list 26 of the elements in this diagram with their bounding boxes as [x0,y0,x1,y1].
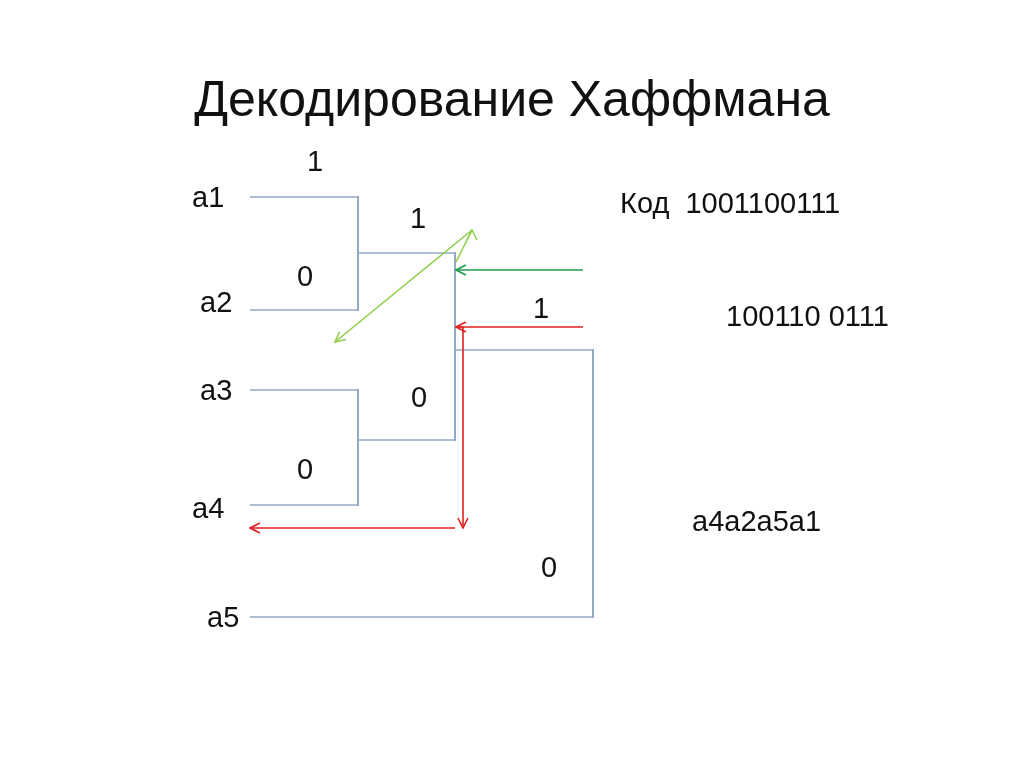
node-label: a3 [188,370,250,410]
node-label: a2 [188,282,250,322]
note-text: 100110 0111 [726,300,889,333]
connector-line [249,309,358,311]
note-text: Код 1001100111 [620,187,841,220]
connector-line [249,389,358,391]
arrow [455,326,469,529]
tree-junction-line [592,349,594,618]
arrow [455,321,584,333]
arrow [455,264,584,276]
tree-junction-line [357,196,359,311]
note-text: a4a2a5a1 [692,505,822,538]
connector-line [358,439,455,441]
connector-line [249,616,593,618]
tree-junction-line [454,252,456,441]
title: Декодирование Хаффмана [193,70,831,128]
tree-junction-line [357,389,359,506]
connector-line [249,504,358,506]
node-label: a4 [188,486,250,530]
node-label: a5 [188,597,250,637]
arrow [334,229,478,343]
node-label: a1 [188,177,250,217]
connector-line [455,349,593,351]
arrow [249,522,456,534]
connector-line [249,196,358,198]
connector-line [358,252,455,254]
